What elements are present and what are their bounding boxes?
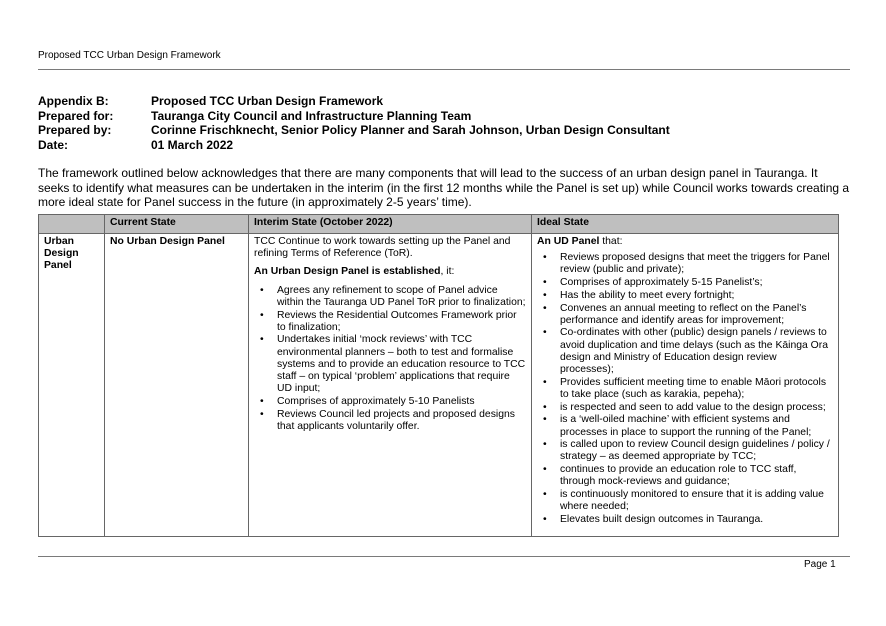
list-item: is respected and seen to add value to th… [543,402,833,414]
list-item: Agrees any refinement to scope of Panel … [260,285,526,309]
meta-value: Corinne Frischknecht, Senior Policy Plan… [151,123,670,137]
list-item: is called upon to review Council design … [543,439,833,463]
meta-key: Date: [38,137,69,152]
table-row: Urban Design Panel No Urban Design Panel… [38,233,839,537]
meta-row-prepared-by: Prepared by: Corinne Frischknecht, Senio… [38,123,670,138]
ideal-intro: An UD Panel that: [537,236,833,248]
list-item: Co-ordinates with other (public) design … [543,327,833,376]
table-header-cell: Ideal State [531,214,839,234]
ideal-list: Reviews proposed designs that meet the t… [537,252,833,526]
document-header-title: Proposed TCC Urban Design Framework [38,50,221,61]
meta-value: Proposed TCC Urban Design Framework [151,94,384,108]
interim-established-rest: , it: [440,266,455,278]
list-item: Comprises of approximately 5-10 Panelist… [260,396,526,408]
list-item: Convenes an annual meeting to reflect on… [543,303,833,327]
page-number: Page 1 [804,559,836,570]
interim-intro: TCC Continue to work towards setting up … [254,236,511,260]
document-meta: Appendix B: Proposed TCC Urban Design Fr… [38,94,670,152]
meta-value: 01 March 2022 [151,137,234,152]
list-item: Elevates built design outcomes in Tauran… [543,514,833,526]
list-item: Reviews the Residential Outcomes Framewo… [260,310,526,334]
meta-row-appendix: Appendix B: Proposed TCC Urban Design Fr… [38,94,670,109]
list-item: Has the ability to meet every fortnight; [543,290,833,302]
ideal-state-cell: An UD Panel that: Reviews proposed desig… [531,233,839,537]
list-item: Comprises of approximately 5-15 Panelist… [543,277,833,289]
meta-row-prepared-for: Prepared for: Tauranga City Council and … [38,109,670,124]
ideal-intro-rest: that: [599,236,623,247]
header-divider [38,69,850,70]
list-item: is a ‘well-oiled machine’ with efficient… [543,414,833,438]
meta-key: Appendix B: [38,94,109,108]
table-header-cell [38,214,105,234]
list-item: continues to provide an education role t… [543,464,833,488]
interim-established-bold: An Urban Design Panel is established [254,266,441,278]
table-header-cell: Interim State (October 2022) [248,214,532,234]
meta-key: Prepared for: [38,108,114,123]
list-item: Provides sufficient meeting time to enab… [543,377,833,401]
meta-value: Tauranga City Council and Infrastructure… [151,108,472,123]
row-label-cell: Urban Design Panel [38,233,105,537]
list-item: Reviews proposed designs that meet the t… [543,252,833,276]
footer-divider [38,556,850,557]
table-header-row: Current State Interim State (October 202… [38,214,839,234]
interim-list: Agrees any refinement to scope of Panel … [254,285,526,433]
table-header-cell: Current State [104,214,249,234]
list-item: is continuously monitored to ensure that… [543,489,833,513]
ideal-intro-bold: An UD Panel [537,236,600,247]
interim-established: An Urban Design Panel is established, it… [254,266,526,278]
interim-state-cell: TCC Continue to work towards setting up … [248,233,532,537]
meta-row-date: Date: 01 March 2022 [38,138,670,153]
current-state-cell: No Urban Design Panel [104,233,249,537]
list-item: Undertakes initial ‘mock reviews’ with T… [260,334,526,395]
intro-paragraph: The framework outlined below acknowledge… [38,166,850,209]
list-item: Reviews Council led projects and propose… [260,409,526,433]
framework-table: Current State Interim State (October 202… [38,214,839,537]
meta-key: Prepared by: [38,123,112,137]
